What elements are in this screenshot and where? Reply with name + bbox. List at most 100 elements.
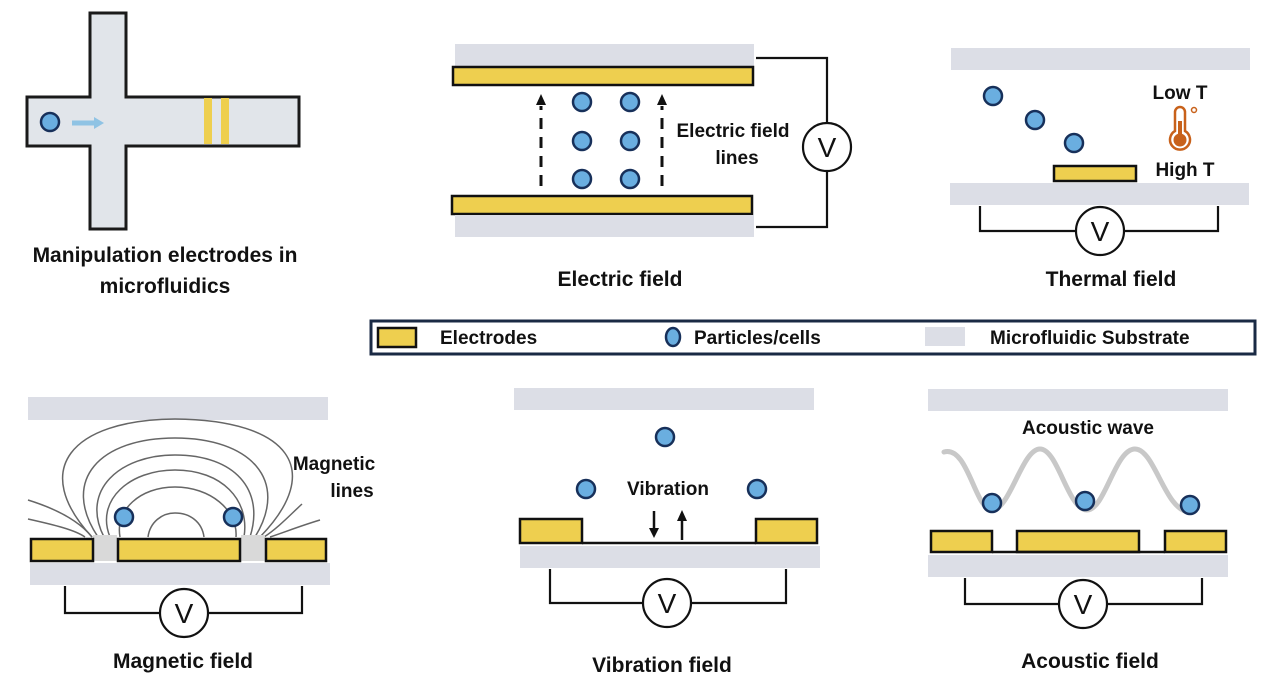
field-line-arrow: [536, 94, 546, 186]
magnetic-field-lines: [27, 418, 321, 538]
electrode: [754, 517, 819, 545]
particle: [1179, 494, 1201, 516]
svg-text:V: V: [658, 588, 677, 619]
legend-label: Particles/cells: [694, 328, 821, 349]
acoustic-wave: [941, 446, 1193, 515]
electric-field-lines-label-1: Electric field: [677, 121, 790, 142]
substrate-swatch: [925, 327, 965, 346]
legend-item-substrate: Microfluidic Substrate: [925, 327, 1190, 349]
electrode: [1163, 529, 1228, 554]
panel-magnetic-field: Magnetic lines V Magnetic field: [27, 397, 376, 673]
svg-text:V: V: [175, 598, 194, 629]
particle: [575, 478, 597, 500]
magnetic-lines-label-2: lines: [330, 481, 373, 502]
particle-swatch: [664, 326, 682, 348]
legend-label: Microfluidic Substrate: [990, 328, 1190, 349]
circuit-wire: [1107, 578, 1204, 606]
electrode: [1015, 529, 1141, 554]
circuit-wire: [756, 56, 829, 123]
electrode-heater: [1052, 164, 1138, 183]
electrode: [29, 537, 95, 563]
circuit-wire: [691, 569, 788, 605]
panel-thermal-field: Low T High T V Thermal field: [950, 48, 1250, 291]
legend-item-electrodes: Electrodes: [376, 326, 537, 349]
low-temperature-label: Low T: [1153, 83, 1208, 104]
particle: [1063, 132, 1085, 154]
thermometer-icon: [1168, 105, 1198, 151]
caption-vibration-field: Vibration field: [592, 654, 732, 677]
circuit-wire: [63, 586, 160, 615]
field-line-arrow: [657, 94, 667, 186]
particle: [619, 91, 641, 113]
substrate-top: [455, 44, 754, 66]
substrate-bottom: [928, 555, 1228, 577]
substrate-bottom: [30, 563, 330, 585]
particle: [571, 91, 593, 113]
particle: [746, 478, 768, 500]
substrate-bottom: [520, 546, 820, 568]
voltmeter-icon: V: [801, 121, 853, 173]
circuit-wire: [756, 170, 829, 229]
legend-border: [369, 319, 1257, 356]
caption-magnetic-field: Magnetic field: [113, 650, 253, 673]
panel-electric-field: Electric field lines V Electric field: [450, 44, 853, 291]
particle: [571, 130, 593, 152]
particle: [222, 506, 244, 528]
electrode: [264, 537, 328, 563]
caption-microfluidics-line1: Manipulation electrodes in: [33, 244, 298, 267]
substrate-bottom: [950, 183, 1249, 205]
electrode: [116, 537, 242, 563]
svg-text:V: V: [818, 132, 837, 163]
electrode-bottom: [450, 194, 754, 216]
substrate-top: [28, 397, 328, 420]
substrate-top: [951, 48, 1250, 70]
particle: [982, 85, 1004, 107]
panel-vibration-field: Vibration V Vibration field: [514, 388, 820, 677]
circuit-wire: [978, 206, 1076, 233]
flow-arrow-icon: [72, 117, 104, 129]
magnetic-lines-label-1: Magnetic: [293, 454, 376, 475]
substrate-bottom: [455, 215, 754, 237]
svg-text:V: V: [1091, 216, 1110, 247]
circuit-wire: [1124, 206, 1220, 233]
gap-region: [93, 535, 117, 561]
svg-text:V: V: [1074, 589, 1093, 620]
panel-acoustic-field: Acoustic wave V Acoustic field: [928, 389, 1228, 673]
cross-channel: [25, 11, 301, 231]
voltmeter-icon: V: [641, 577, 693, 629]
arrow-up-icon: [677, 510, 687, 540]
acoustic-wave-label: Acoustic wave: [1022, 418, 1154, 439]
gap-region: [241, 535, 265, 561]
circuit-wire: [208, 586, 304, 615]
electrode-swatch: [376, 326, 418, 349]
particle: [571, 168, 593, 190]
caption-acoustic-field: Acoustic field: [1021, 650, 1159, 673]
electrode: [929, 529, 994, 554]
electric-field-lines-label-2: lines: [715, 148, 758, 169]
caption-electric-field: Electric field: [558, 268, 683, 291]
legend: Electrodes Particles/cells Microfluidic …: [369, 319, 1257, 356]
voltmeter-icon: V: [1057, 578, 1109, 630]
substrate-top: [928, 389, 1228, 411]
caption-thermal-field: Thermal field: [1046, 268, 1177, 291]
electrode-strip: [204, 98, 212, 144]
circuit-wire: [548, 569, 643, 605]
legend-label: Electrodes: [440, 328, 537, 349]
particle: [1024, 109, 1046, 131]
substrate-top: [514, 388, 814, 410]
electrode-strip: [221, 98, 229, 144]
legend-item-particles: Particles/cells: [664, 326, 821, 349]
particle: [619, 130, 641, 152]
voltmeter-icon: V: [1074, 205, 1126, 257]
vibration-label: Vibration: [627, 479, 709, 500]
particle: [654, 426, 676, 448]
electrode-top: [451, 65, 755, 87]
arrow-down-icon: [649, 511, 659, 538]
particle: [619, 168, 641, 190]
high-temperature-label: High T: [1155, 160, 1214, 181]
electrode: [518, 517, 584, 545]
caption-microfluidics-line2: microfluidics: [100, 275, 231, 298]
particle: [1074, 490, 1096, 512]
particle: [981, 492, 1003, 514]
